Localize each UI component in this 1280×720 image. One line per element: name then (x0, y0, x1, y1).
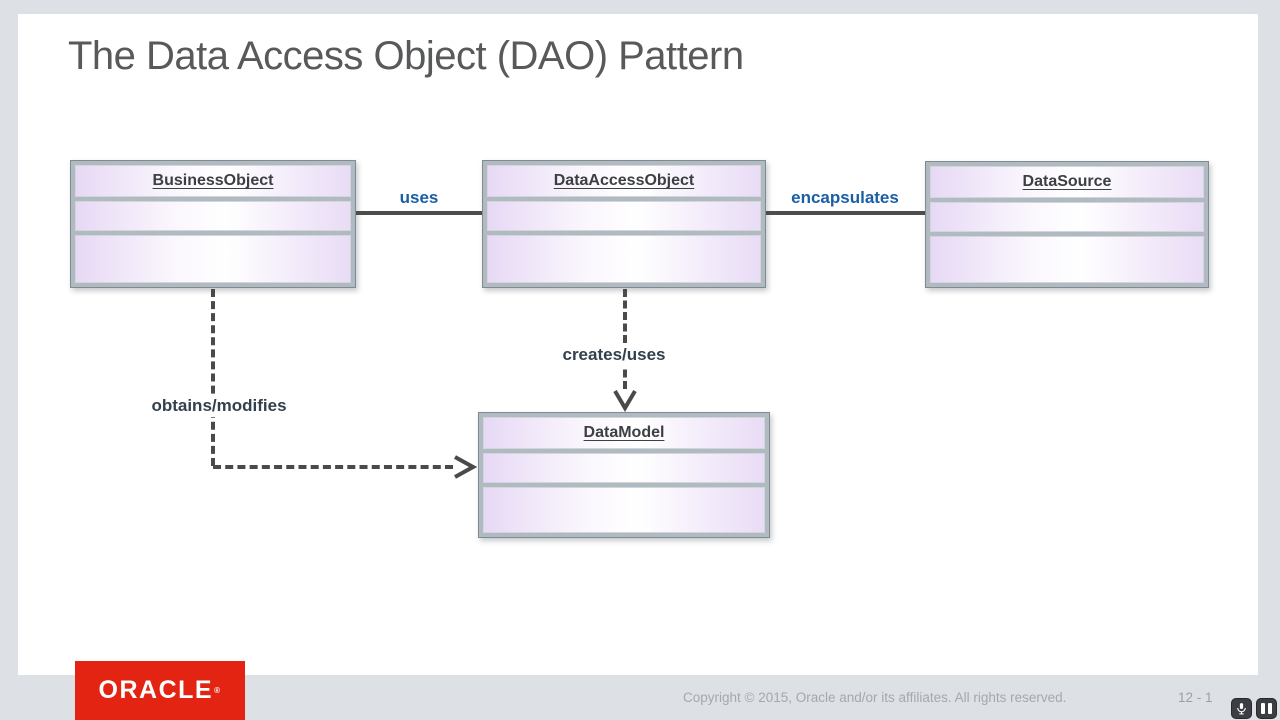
operations-compartment (487, 235, 761, 283)
registered-mark: ® (214, 686, 222, 695)
connector-encapsulates-line (766, 211, 925, 215)
oracle-logo: ORACLE® (75, 661, 245, 720)
connector-creates-vertical-dashed (623, 289, 627, 389)
operations-compartment (75, 235, 351, 283)
class-name-datamodel: DataModel (483, 417, 765, 449)
connector-obtains-horizontal-dashed (213, 465, 453, 469)
arrowhead-down-icon (613, 389, 637, 412)
operations-compartment (930, 236, 1204, 283)
class-box-businessobject: BusinessObject (70, 160, 356, 288)
oracle-logo-text: ORACLE (98, 676, 214, 704)
class-name-datasource: DataSource (930, 166, 1204, 198)
copyright-text: Copyright © 2015, Oracle and/or its affi… (683, 690, 1067, 705)
class-box-dataaccessobject: DataAccessObject (482, 160, 766, 288)
class-name-dataaccessobject: DataAccessObject (487, 165, 761, 197)
microphone-icon (1237, 703, 1246, 715)
relationship-label-uses: uses (399, 188, 439, 207)
attributes-compartment (487, 201, 761, 231)
class-name-businessobject: BusinessObject (75, 165, 351, 197)
connector-obtains-vertical-dashed (211, 289, 215, 466)
attributes-compartment (930, 202, 1204, 232)
attributes-compartment (75, 201, 351, 231)
microphone-button[interactable] (1231, 698, 1252, 719)
arrowhead-right-icon (454, 455, 477, 479)
pause-icon (1261, 703, 1272, 714)
page-title: The Data Access Object (DAO) Pattern (68, 34, 744, 78)
class-box-datasource: DataSource (925, 161, 1209, 288)
relationship-label-creates-uses: creates/uses (540, 344, 688, 366)
pause-button[interactable] (1256, 698, 1277, 719)
relationship-label-obtains-modifies: obtains/modifies (120, 395, 318, 417)
relationship-label-encapsulates: encapsulates (791, 188, 899, 207)
operations-compartment (483, 487, 765, 533)
connector-uses-line (356, 211, 482, 215)
attributes-compartment (483, 453, 765, 483)
class-box-datamodel: DataModel (478, 412, 770, 538)
page-number: 12 - 1 (1178, 690, 1213, 705)
